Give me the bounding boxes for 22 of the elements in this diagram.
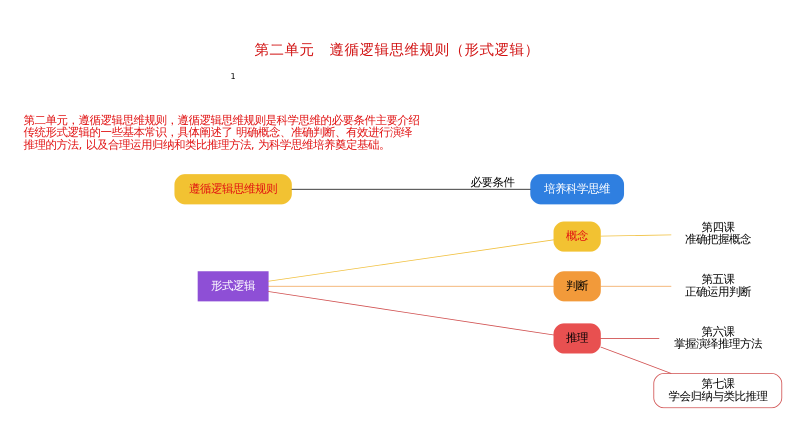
connector [600, 346, 672, 374]
node-box: 判断 [554, 271, 601, 302]
node-box: 遵循逻辑思维规则 [174, 174, 292, 204]
node-box: 概念 [554, 221, 601, 252]
caption: 第二单元，遵循逻辑思维规则，遵循逻辑思维规则是科学思维的必要条件主要介绍传统形式逻辑的一些基本常识，具体阐述了 明确概念、准确判断、有效进行演绎推理的方法, 以及合理运用归纳和类比推理方法, 为科学思维培养奠定基础。 [24, 112, 420, 152]
connector [600, 286, 672, 287]
node-text: 第六课 掌握演绎推理方法 [674, 324, 762, 351]
node-box: 第七课 学会归纳与类比推理 [653, 373, 782, 408]
node-box: 培养科学思维 [530, 174, 624, 204]
label: 1 [230, 70, 236, 81]
node-box: 形式逻辑 [198, 271, 269, 302]
diagram-title: 第二单元 遵循逻辑思维规则（形式逻辑） [254, 41, 540, 58]
connector [268, 239, 554, 282]
node-text: 第四课 准确把握概念 [684, 220, 751, 246]
node-box: 推理 [554, 323, 601, 354]
connector [600, 338, 660, 339]
node-text: 第五课 正确运用判断 [684, 272, 751, 298]
connector [268, 286, 554, 287]
connector [291, 188, 531, 190]
connector [600, 234, 672, 237]
edge-label: 必要条件 [470, 175, 514, 190]
connector [268, 291, 554, 336]
